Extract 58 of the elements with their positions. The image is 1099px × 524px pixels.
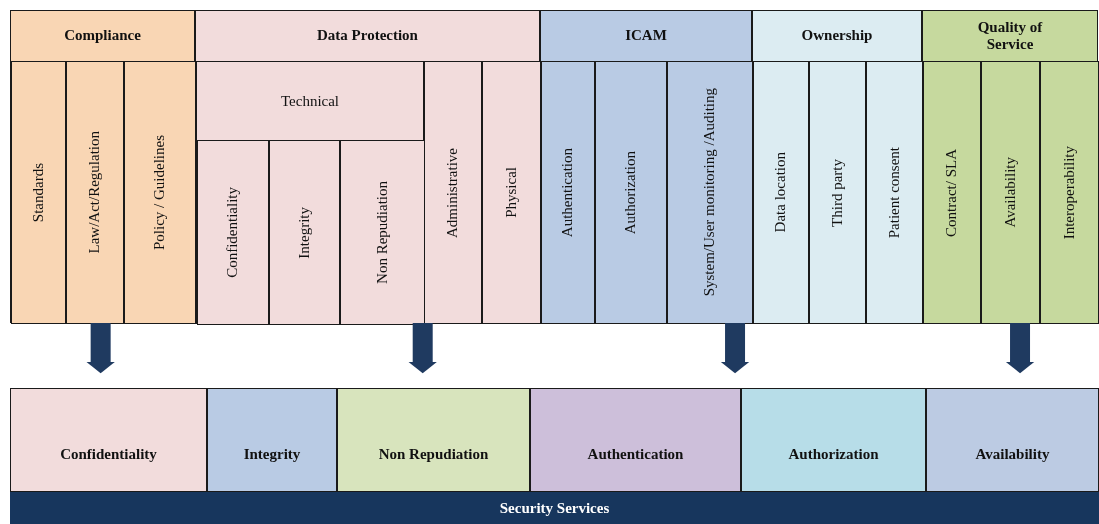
- service-label: Authentication: [587, 445, 684, 463]
- band-title: Security Services: [499, 499, 610, 517]
- service-label: Integrity: [243, 445, 301, 463]
- block-arrow: [720, 323, 750, 374]
- category-column-group: [752, 10, 922, 323]
- category-cell: [541, 61, 595, 324]
- category-column-group: [540, 10, 752, 323]
- category-label: System/User monitoring /Auditing: [702, 88, 718, 297]
- category-cell: [809, 61, 866, 324]
- category-cell: [197, 140, 269, 325]
- service-box: [337, 388, 530, 492]
- category-label: Administrative: [445, 147, 461, 238]
- category-label: Policy / Guidelines: [152, 135, 168, 250]
- category-cell: [66, 61, 124, 324]
- category-cell: [667, 61, 753, 324]
- block-arrow: [408, 323, 437, 374]
- service-box: [10, 388, 207, 492]
- category-label: Integrity: [296, 206, 313, 259]
- service-label: Confidentiality: [60, 445, 157, 463]
- category-column-group: [10, 10, 195, 323]
- category-label: Patient consent: [886, 146, 903, 239]
- security-services-band: [10, 388, 1099, 524]
- category-label: Contract/ SLA: [944, 148, 960, 237]
- category-cell: [482, 61, 541, 324]
- category-label: Data location: [773, 152, 789, 233]
- category-column-group: [922, 10, 1098, 323]
- category-cell: [595, 61, 667, 324]
- category-label: Physical: [503, 167, 520, 218]
- category-cell: [981, 61, 1040, 324]
- category-cell: [753, 61, 809, 324]
- category-label: Third party: [829, 158, 846, 227]
- category-cell: [923, 61, 981, 324]
- service-box: [926, 388, 1099, 492]
- service-label: Authorization: [788, 445, 879, 463]
- category-cell: [424, 61, 482, 324]
- category-label: Authorization: [623, 150, 639, 235]
- category-cell: [11, 61, 66, 324]
- block-arrow: [86, 323, 115, 374]
- category-column-group: [195, 10, 540, 323]
- category-cell: [124, 61, 196, 324]
- category-label: Law/Act/Regulation: [87, 131, 103, 254]
- category-label: Confidentiality: [225, 187, 241, 278]
- service-label: Availability: [975, 445, 1050, 463]
- category-cell: [1040, 61, 1099, 324]
- category-cell: [269, 140, 340, 325]
- category-cell: [340, 140, 425, 325]
- category-cell: [866, 61, 923, 324]
- category-label: Standards: [30, 162, 47, 223]
- category-label: Non Repudiation: [374, 181, 391, 284]
- category-label: Interoperability: [1061, 145, 1078, 240]
- category-label: Availability: [1002, 157, 1019, 228]
- service-label: Non Repudiation: [378, 445, 489, 463]
- service-box: [741, 388, 926, 492]
- service-box: [207, 388, 337, 492]
- category-label: Authentication: [560, 147, 576, 238]
- block-arrow: [1005, 323, 1035, 374]
- service-box: [530, 388, 741, 492]
- subcategory-group: [196, 61, 424, 324]
